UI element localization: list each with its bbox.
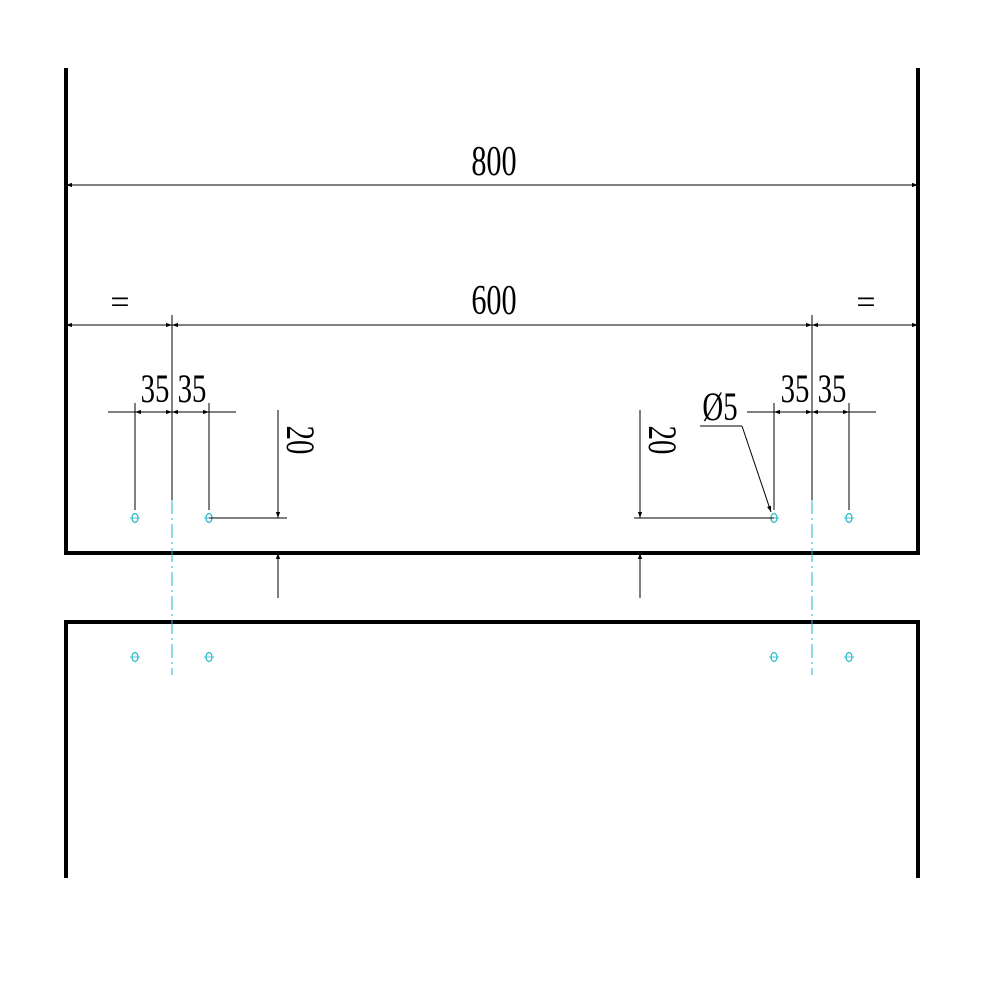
centerlines [171, 500, 813, 675]
label-600: 600 [471, 276, 516, 323]
label-hole-diameter: Ø5 [702, 384, 737, 429]
leader-hole-diameter [700, 425, 772, 513]
dimension-edge-left [209, 410, 287, 598]
label-35-left-a: 35 [141, 366, 170, 411]
dimension-right-offsets [747, 403, 876, 510]
dimension-left-offsets [108, 403, 236, 510]
label-35-right-a: 35 [781, 366, 810, 411]
leader-line [741, 425, 772, 513]
label-35-left-b: 35 [178, 366, 207, 411]
label-35-right-b: 35 [818, 366, 847, 411]
upper-part-outline [64, 68, 920, 555]
label-800: 800 [471, 137, 516, 184]
hole-center-marks [130, 517, 854, 658]
label-20-left: 20 [278, 426, 323, 455]
holes [130, 512, 854, 663]
dimension-hole-spacing [66, 315, 918, 500]
dimension-labels: 800 600 = = 35 35 35 35 20 20 Ø5 [110, 137, 875, 454]
lower-part-outline [64, 620, 920, 878]
label-equal-left: = [110, 284, 129, 321]
label-equal-right: = [856, 284, 875, 321]
label-20-right: 20 [640, 426, 685, 455]
dimension-edge-right [634, 410, 774, 598]
